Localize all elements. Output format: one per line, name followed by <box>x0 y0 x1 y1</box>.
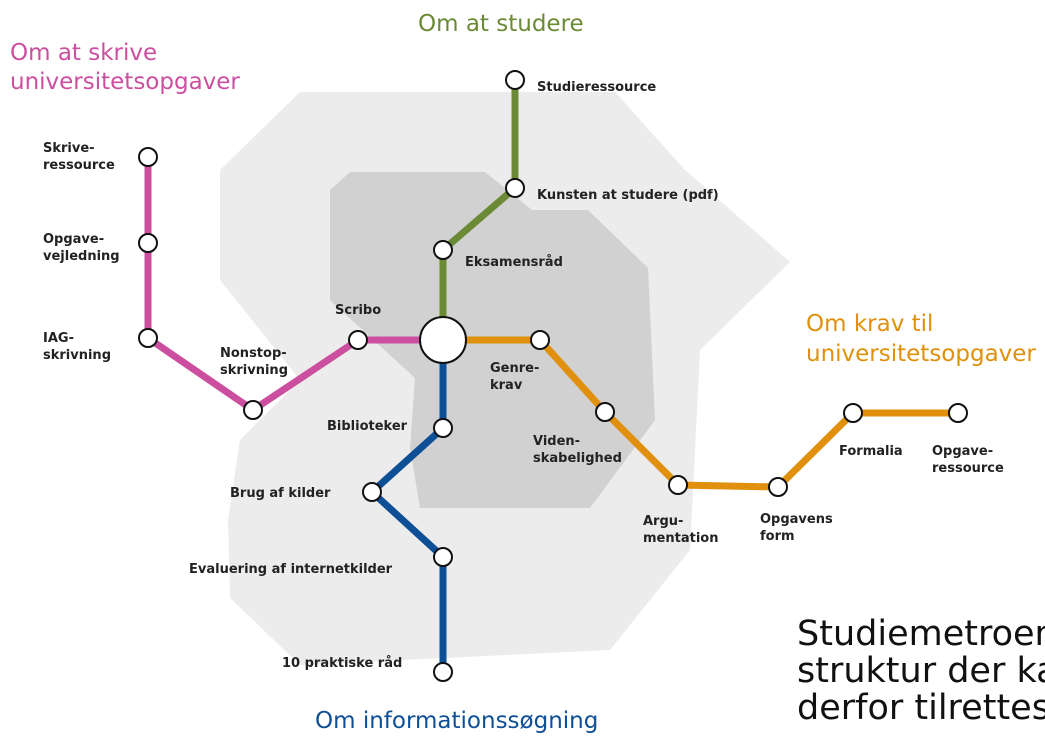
station-scribo[interactable] <box>348 330 368 350</box>
caption-line-1: Studiemetroen <box>797 614 1045 654</box>
label-nonstop-1: Nonstop- <box>220 346 287 361</box>
label-formalia: Formalia <box>839 444 903 459</box>
label-argumentation-2: mentation <box>643 531 718 546</box>
label-opgaveressource-1: Opgave- <box>932 444 993 459</box>
label-argumentation-1: Argu- <box>643 514 683 529</box>
label-videnskabelighed-2: skabelighed <box>533 451 622 466</box>
label-brug-af-kilder: Brug af kilder <box>230 486 331 501</box>
station-argumentation[interactable] <box>668 475 688 495</box>
label-nonstop-2: skrivning <box>220 363 288 378</box>
station-opgavens-form[interactable] <box>768 477 788 497</box>
label-opgavevejledning-2: vejledning <box>43 249 120 264</box>
label-genrekrav-2: krav <box>490 378 523 393</box>
station-biblioteker[interactable] <box>433 418 453 438</box>
label-iag-2: skrivning <box>43 348 111 363</box>
station-studieressource[interactable] <box>505 70 525 90</box>
station-opgaveressource[interactable] <box>948 403 968 423</box>
label-evaluering-internetkilder: Evaluering af internetkilder <box>189 562 393 577</box>
label-opgaveressource-2: ressource <box>932 461 1004 476</box>
label-iag-1: IAG- <box>43 331 74 346</box>
label-skriveressource-1: Skrive- <box>43 141 95 156</box>
label-genrekrav-1: Genre- <box>490 361 539 376</box>
station-brug-af-kilder[interactable] <box>362 482 382 502</box>
central-hub-station[interactable] <box>419 316 467 364</box>
station-eksamensraad[interactable] <box>433 240 453 260</box>
station-kunsten-at-studere[interactable] <box>505 178 525 198</box>
station-opgavevejledning[interactable] <box>138 233 158 253</box>
caption-line-3: derfor tilrettes <box>797 688 1045 728</box>
label-opgavens-form-2: form <box>760 529 795 544</box>
station-formalia[interactable] <box>843 403 863 423</box>
label-videnskabelighed-1: Viden- <box>533 434 580 449</box>
label-kunsten-at-studere: Kunsten at studere (pdf) <box>537 188 719 203</box>
station-skriveressource[interactable] <box>138 147 158 167</box>
station-nonstopskrivning[interactable] <box>243 400 263 420</box>
station-genrekrav[interactable] <box>530 330 550 350</box>
label-opgavevejledning-1: Opgave- <box>43 232 104 247</box>
title-om-informationssoegning: Om informationssøgning <box>315 708 598 734</box>
station-praktiske-raad[interactable] <box>433 662 453 682</box>
station-videnskabelighed[interactable] <box>595 402 615 422</box>
title-om-krav-2: universitetsopgaver <box>806 341 1036 367</box>
label-skriveressource-2: ressource <box>43 158 115 173</box>
label-biblioteker: Biblioteker <box>327 419 408 434</box>
title-om-krav-1: Om krav til <box>806 311 933 337</box>
label-studieressource: Studieressource <box>537 80 656 95</box>
title-om-at-skrive-1: Om at skrive <box>10 40 157 66</box>
title-om-at-studere: Om at studere <box>418 11 584 37</box>
label-praktiske-raad: 10 praktiske råd <box>282 656 402 671</box>
caption-line-2: struktur der ka <box>797 651 1045 691</box>
station-evaluering-internetkilder[interactable] <box>433 547 453 567</box>
label-scribo: Scribo <box>335 303 381 318</box>
pink-line <box>144 153 447 414</box>
station-iag-skrivning[interactable] <box>138 328 158 348</box>
title-om-at-skrive-2: universitetsopgaver <box>10 69 240 95</box>
label-eksamensraad: Eksamensråd <box>465 255 563 270</box>
label-opgavens-form-1: Opgavens <box>760 512 833 527</box>
green-line <box>439 76 519 344</box>
